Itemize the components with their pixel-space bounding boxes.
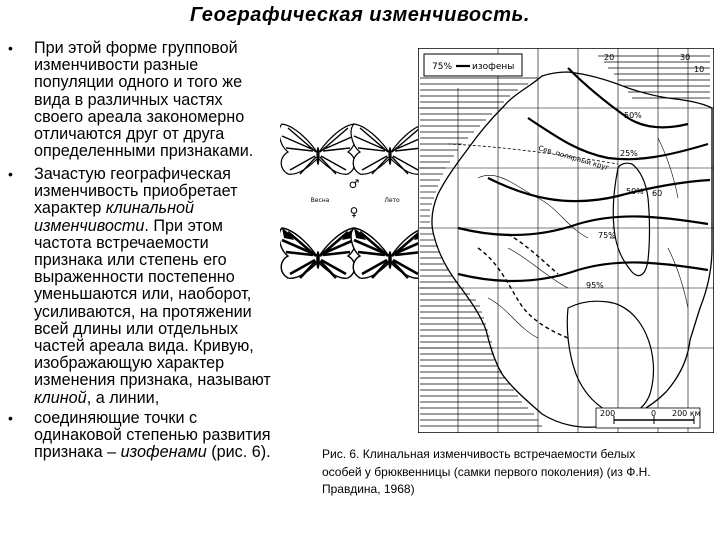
text-line: соединяющие точки с — [34, 409, 306, 427]
text-segment: усиливаются, на протяжении — [34, 302, 252, 321]
lat-label-60: 60 — [652, 189, 662, 198]
male-symbol: ♂ — [349, 177, 360, 191]
isophene-label-2: 25% — [620, 149, 638, 158]
text-segment: отличаются друг от друга — [34, 125, 225, 144]
butterfly-female-spring — [280, 226, 359, 280]
italic-term: клиной — [34, 388, 87, 407]
female-symbol: ♀ — [350, 205, 359, 219]
polar-circle-line — [447, 143, 619, 165]
text-segment: , а линии, — [86, 388, 160, 407]
text-segment: вида в различных частях — [34, 90, 223, 109]
isophene-label-5: 95% — [586, 281, 604, 290]
text-segment: одинаковой степенью развития — [34, 426, 271, 445]
text-line: всей длины или отдельных — [34, 319, 306, 338]
text-line: вида в различных частях — [34, 90, 306, 109]
text-segment: своего ареала закономерно — [34, 107, 245, 126]
text-line: изменчивости. При этом — [34, 216, 306, 235]
lon-label-30: 30 — [680, 53, 690, 62]
butterfly-male-spring — [280, 123, 358, 175]
text-segment: признака или степень его — [34, 251, 227, 270]
text-line: Зачастую географическая — [34, 165, 306, 183]
caption-line: особей у брюквенницы (самки первого поко… — [322, 464, 651, 479]
isophene-label-3: 50% — [626, 187, 644, 196]
text-segment: выраженности постепенно — [34, 268, 235, 287]
isophene-dashed — [477, 233, 569, 339]
text-line: частей ареала вида. Кривую, — [34, 337, 306, 356]
italic-term: клинальной — [105, 199, 194, 218]
caption-line: Рис. 6. Клинальная изменчивость встречае… — [322, 447, 636, 461]
isophene-lines — [457, 67, 711, 283]
text-line: уменьшаются или, наоборот, — [34, 286, 306, 303]
label-summer: Лето — [384, 197, 400, 204]
scale-label-km: 200 км — [672, 409, 701, 418]
lon-label-20: 20 — [604, 53, 614, 62]
text-segment: всей длины или отдельных — [34, 319, 239, 338]
text-line: своего ареала закономерно — [34, 107, 306, 126]
text-line: признака или степень его — [34, 251, 306, 270]
text-segment: популяции одного и того же — [34, 73, 243, 92]
bullet-dot: • — [8, 40, 13, 56]
text-segment: уменьшаются или, наоборот, — [34, 285, 252, 304]
scale-label-200: 200 — [600, 409, 615, 418]
text-line: одинаковой степенью развития — [34, 427, 306, 444]
legend-box — [423, 53, 523, 77]
text-segment: изменения признака, называют — [34, 371, 271, 390]
text-segment: частей ареала вида. Кривую, — [34, 337, 254, 356]
text-segment: соединяющие точки с — [34, 409, 198, 427]
legend-value: 75% — [432, 62, 452, 72]
isophene-map: 75% изофены 20 30 10 60 Сев. полярный кр… — [418, 48, 714, 433]
bullet-dot: • — [8, 410, 13, 426]
slide-title: Географическая изменчивость. — [190, 4, 530, 26]
text-line: популяции одного и того же — [34, 74, 306, 91]
italic-term: изменчивости — [34, 216, 145, 235]
text-segment: характер — [34, 199, 106, 218]
text-line: отличаются друг от друга — [34, 125, 306, 144]
baltic-sea — [566, 300, 655, 416]
text-line: характер клинальной — [34, 200, 306, 217]
text-line: изображающую характер — [34, 355, 306, 372]
text-line: клиной, а линии, — [34, 388, 306, 407]
text-line: При этой форме групповой — [34, 39, 306, 57]
text-line: определенными признаками. — [34, 143, 306, 160]
text-line: изменчивости разные — [34, 57, 306, 74]
scale-label-0: 0 — [651, 409, 656, 418]
scale-bar: 200 0 200 км — [595, 407, 701, 429]
lat-label-10: 10 — [694, 65, 704, 74]
text-line: выраженности постепенно — [34, 269, 306, 286]
text-segment: При этой форме групповой — [34, 39, 238, 57]
bullet-dot: • — [8, 166, 13, 182]
label-spring: Весна — [311, 197, 330, 204]
text-line: усиливаются, на протяжении — [34, 302, 306, 321]
isophene-label-4: 75% — [598, 231, 616, 240]
text-segment: определенными признаками. — [34, 142, 254, 161]
text-segment: изображающую характер — [34, 354, 225, 373]
text-line: частота встречаемости — [34, 233, 306, 252]
caption-line: Правдина, 1968) — [322, 482, 415, 496]
text-segment: Зачастую географическая — [34, 165, 231, 183]
text-line: изменчивость приобретает — [34, 183, 306, 200]
text-segment: . При этом — [144, 216, 223, 235]
text-segment: изменчивости разные — [34, 56, 199, 75]
text-segment: частота встречаемости — [34, 233, 209, 252]
text-segment: (рис. 6). — [206, 443, 271, 462]
coastline — [431, 71, 713, 428]
butterfly-figure: ♂ Весна Лето ♀ — [280, 123, 430, 280]
text-segment: признака – — [34, 443, 121, 462]
italic-term: изофенами — [120, 443, 207, 462]
text-line: признака – изофенами (рис. 6). — [34, 444, 306, 461]
text-line: изменения признака, называют — [34, 372, 306, 389]
text-segment: изменчивость приобретает — [34, 182, 238, 201]
figure-caption: Рис. 6. Клинальная изменчивость встречае… — [322, 446, 718, 499]
legend-label: изофены — [472, 62, 514, 72]
isophene-label-1: 50% — [624, 111, 642, 120]
